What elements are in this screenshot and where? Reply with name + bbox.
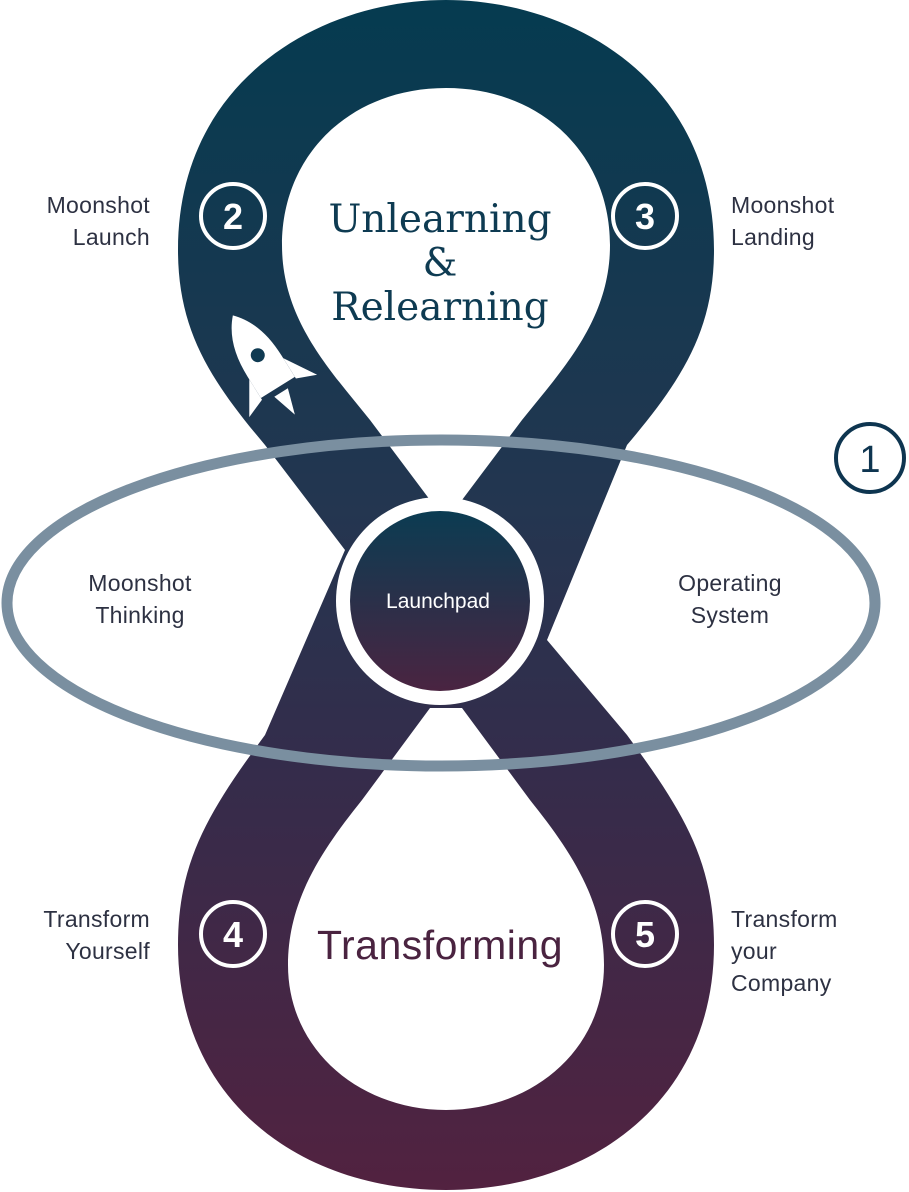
- step-2-label-line1: Moonshot: [46, 192, 150, 218]
- step-1-badge: [834, 422, 906, 494]
- ring-label-right-line2: System: [690, 602, 770, 628]
- top-title-line1: Unlearning: [328, 197, 552, 242]
- ring-label-right-line1: Operating: [678, 570, 782, 596]
- step-5-label-line1: Transform: [731, 906, 838, 932]
- ring-label-right: Operating System: [650, 567, 810, 631]
- rocket-icon: [231, 315, 318, 418]
- top-title-line3: Relearning: [331, 285, 549, 330]
- launchpad-hub: [350, 511, 530, 691]
- ring-label-left-line1: Moonshot: [88, 570, 192, 596]
- step-2-label-line2: Launch: [72, 224, 150, 250]
- step-3-label-line2: Landing: [731, 224, 815, 250]
- ring-label-left-line2: Thinking: [95, 602, 185, 628]
- bottom-title: Transforming: [317, 922, 563, 968]
- step-4-badge: [199, 900, 267, 968]
- step-5-label-line2: your: [731, 938, 777, 964]
- top-title-line2: &: [422, 241, 458, 286]
- step-5-number: 5: [635, 914, 655, 955]
- step-4-number: 4: [223, 914, 243, 955]
- step-3-label: Moonshot Landing: [731, 189, 891, 253]
- step-2-number: 2: [223, 196, 243, 237]
- step-4-label-line1: Transform: [43, 906, 150, 932]
- step-4-label: Transform Yourself: [10, 903, 150, 967]
- step-1-number: 1: [859, 439, 880, 481]
- step-3-number: 3: [635, 196, 655, 237]
- top-title: Unlearning & Relearning: [300, 198, 580, 330]
- step-3-label-line1: Moonshot: [731, 192, 835, 218]
- ring-label-left: Moonshot Thinking: [60, 567, 220, 631]
- step-4-label-line2: Yourself: [65, 938, 150, 964]
- hub-label: Launchpad: [386, 590, 490, 613]
- step-2-label: Moonshot Launch: [20, 189, 150, 253]
- operating-ring: [1, 434, 881, 772]
- step-5-badge: [611, 900, 679, 968]
- step-5-label-line3: Company: [731, 970, 832, 996]
- step-2-badge: [199, 182, 267, 250]
- step-3-badge: [611, 182, 679, 250]
- step-5-label: Transform your Company: [731, 903, 891, 999]
